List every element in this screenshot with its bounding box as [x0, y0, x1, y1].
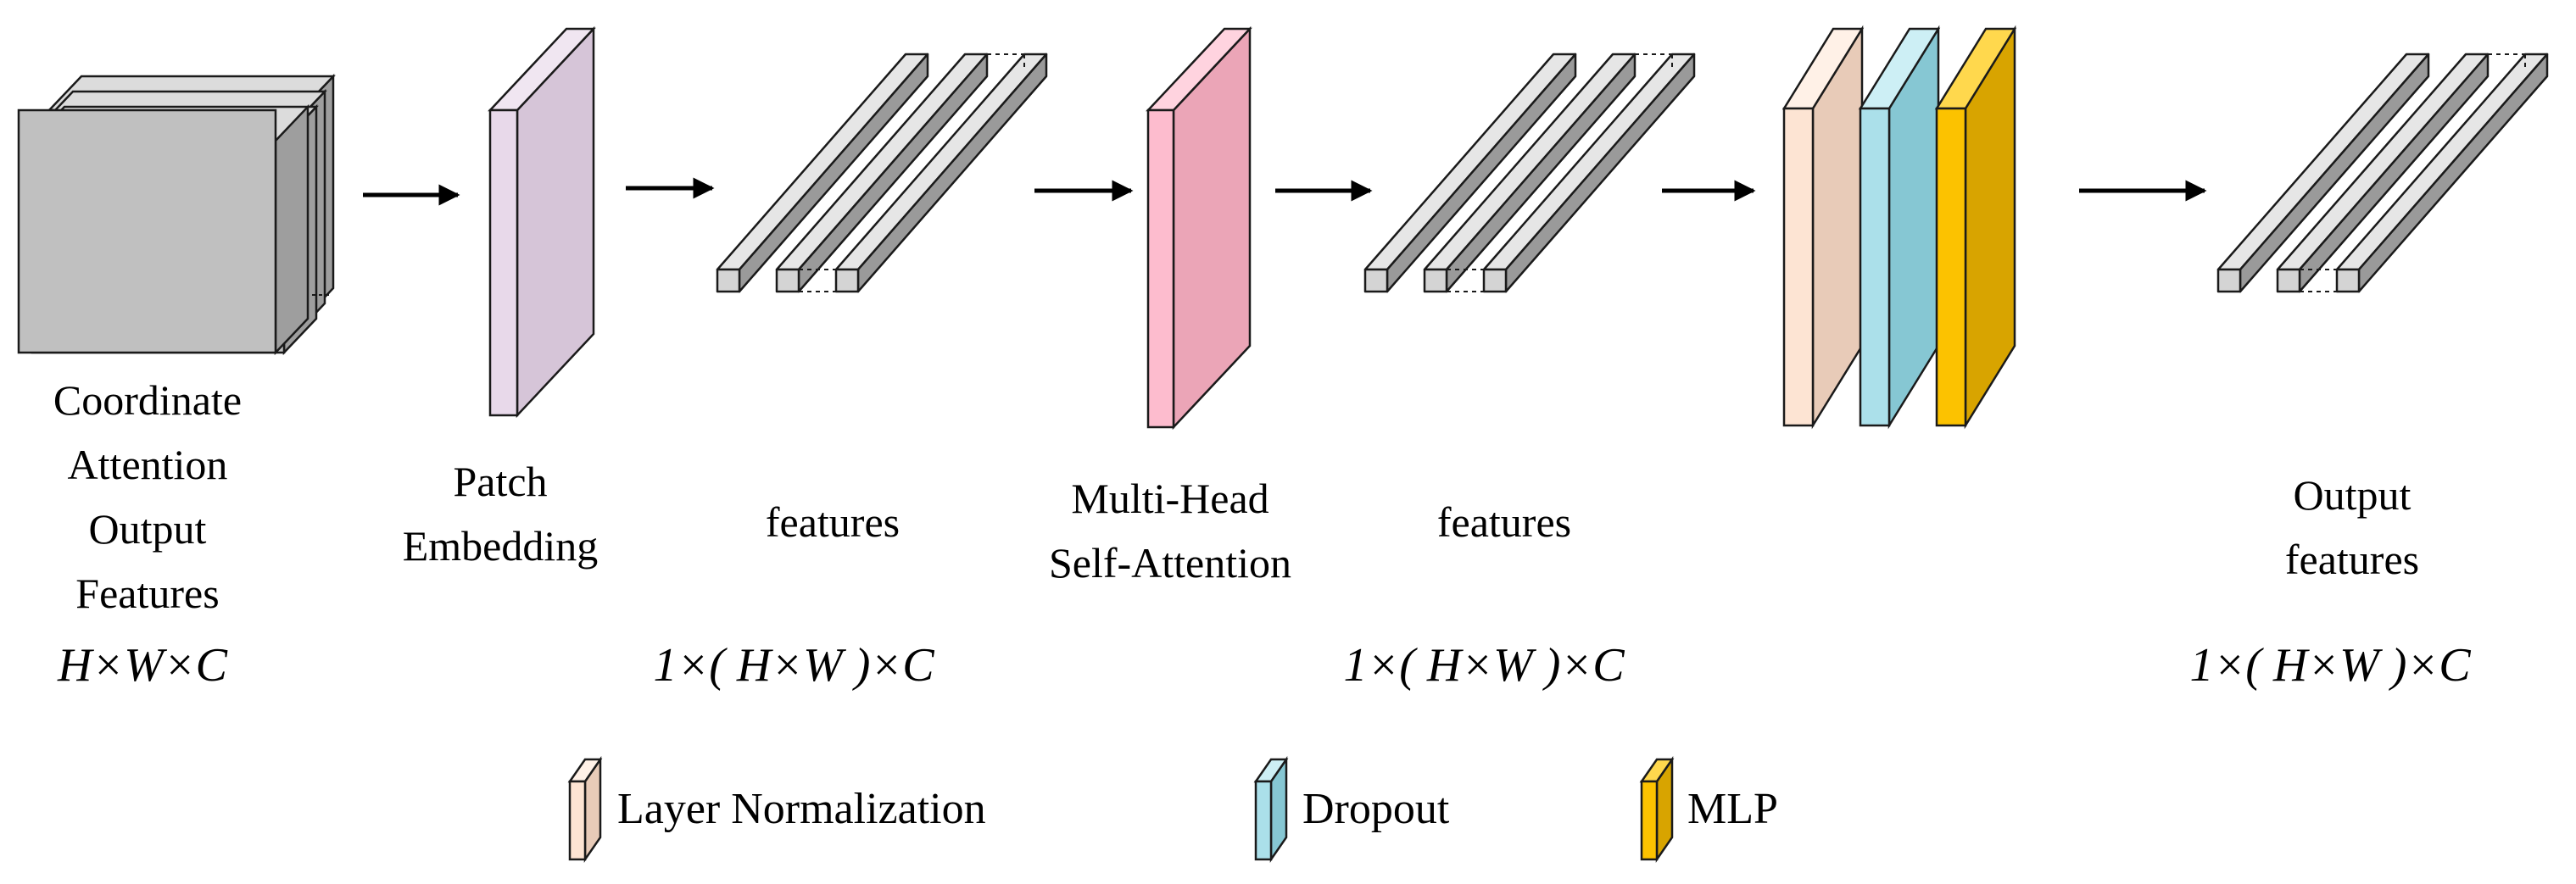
dropout-block: [1858, 25, 1941, 430]
legend-label-layer-normalization: Layer Normalization: [617, 785, 986, 833]
dimension-output: 1×( H×W )×C: [2189, 639, 2471, 692]
patch-embedding-block: [488, 25, 596, 419]
label-line: Attention: [67, 441, 228, 488]
label-line: Self-Attention: [1048, 539, 1292, 587]
label-patch-embedding: Patch Embedding: [403, 449, 599, 578]
label-output-features: Output features: [2285, 463, 2419, 592]
feature-map-front: [17, 103, 309, 356]
legend-swatch-layer-normalization: [567, 755, 603, 864]
input-feature-map-stack: [17, 73, 336, 356]
mlp-block: [1934, 25, 2017, 430]
label-features-2: features: [1436, 498, 1572, 546]
dimension-features-2: 1×( H×W )×C: [1343, 639, 1625, 692]
token-bar-1: [1363, 53, 1577, 293]
legend-label-mlp: MLP: [1687, 785, 1778, 833]
token-bar-3: [834, 53, 1048, 293]
label-line: Features: [75, 570, 220, 617]
token-group-output-features: [2216, 53, 2549, 293]
token-bar-end: [1363, 268, 1389, 293]
token-bar-1: [2216, 53, 2430, 293]
legend-swatch-mlp: [1639, 755, 1675, 864]
layer-normalization-block: [1781, 25, 1865, 430]
label-multi-head-self-attention: Multi-Head Self-Attention: [1049, 466, 1291, 595]
legend-swatch-dropout: [1253, 755, 1289, 864]
label-features-1: features: [765, 498, 900, 546]
token-bar-end: [716, 268, 741, 293]
token-bar-end: [834, 268, 860, 293]
token-group-features-2: [1363, 53, 1696, 293]
token-bar-3: [1482, 53, 1696, 293]
token-bar-3: [2335, 53, 2549, 293]
token-bar-1: [716, 53, 929, 293]
token-bar-2: [1423, 53, 1636, 293]
label-line: Coordinate: [53, 376, 243, 424]
label-line: features: [2284, 536, 2420, 583]
multi-head-attention-block: [1146, 25, 1252, 431]
token-group-features-1: [716, 53, 1048, 293]
dimension-input: H×W×C: [57, 639, 228, 692]
label-coordinate-attention-output-features: Coordinate Attention Output Features: [53, 368, 242, 625]
label-line: Multi-Head: [1071, 475, 1269, 522]
token-bar-end: [775, 268, 800, 293]
dimension-features-1: 1×( H×W )×C: [653, 639, 934, 692]
label-line: Embedding: [402, 522, 599, 570]
token-bar-end: [1482, 268, 1508, 293]
label-line: Patch: [453, 458, 548, 505]
legend-label-dropout: Dropout: [1302, 785, 1450, 833]
token-bar-end: [2216, 268, 2242, 293]
token-bar-end: [1423, 268, 1448, 293]
token-bar-end: [2276, 268, 2301, 293]
label-line: Output: [88, 505, 207, 553]
token-bar-end: [2335, 268, 2361, 293]
label-line: Output: [2293, 471, 2412, 519]
